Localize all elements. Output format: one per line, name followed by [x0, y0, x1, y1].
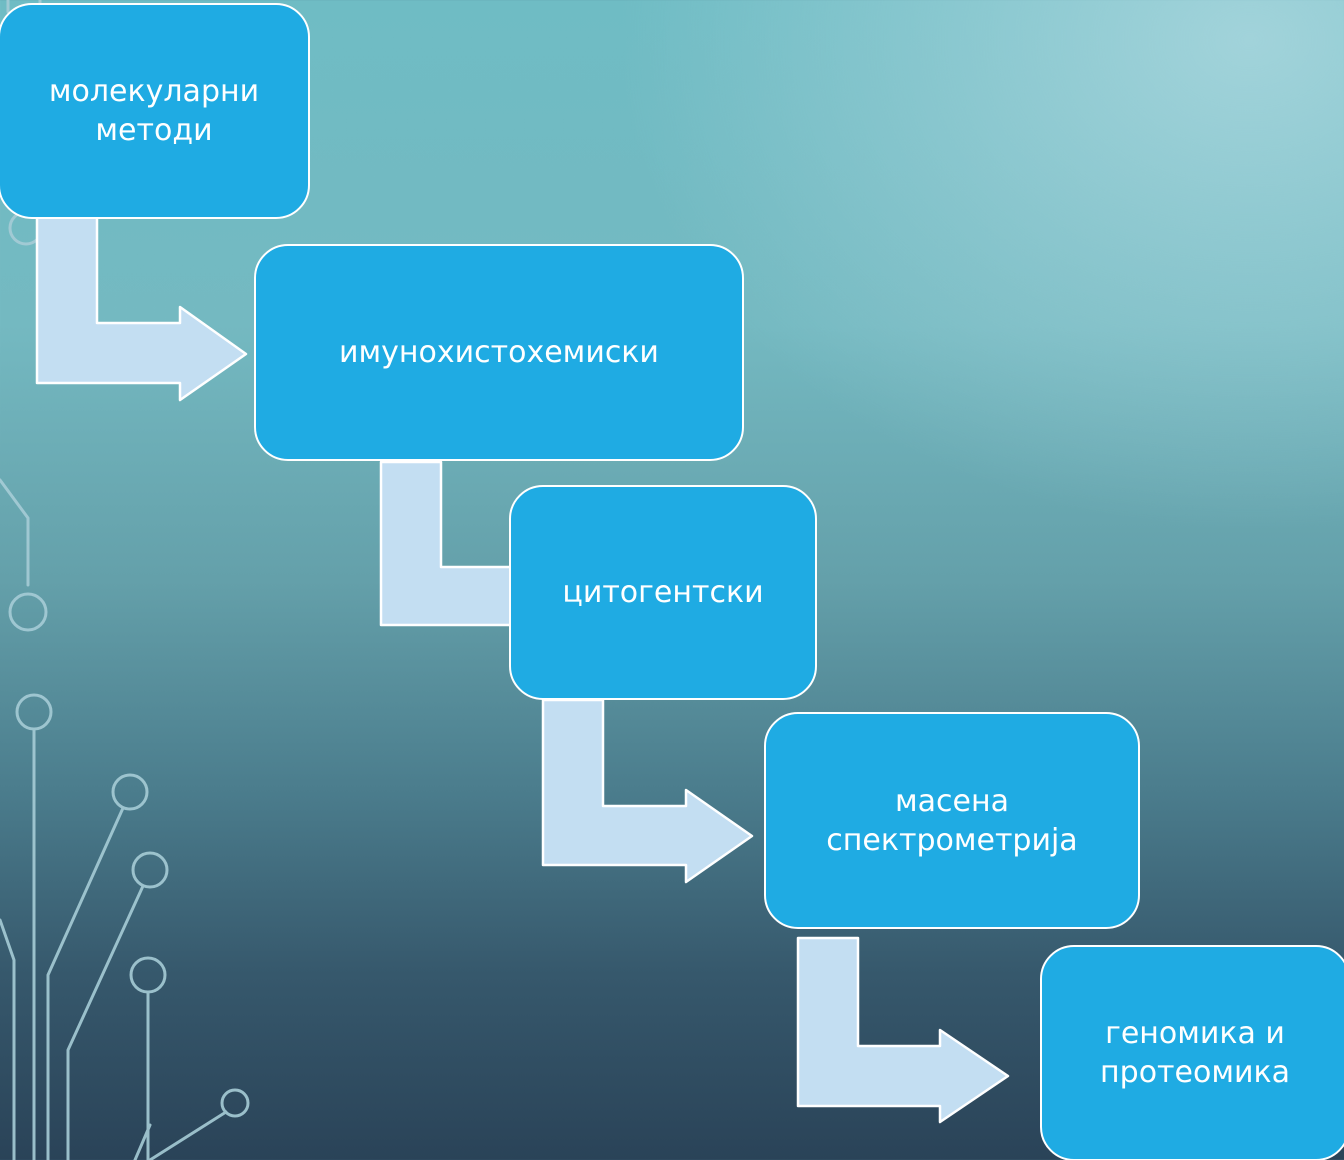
step-label-genomics-proteomics: геномика и протеомика	[1100, 1016, 1290, 1090]
step-box-molecular-methods: молекуларни методи	[0, 3, 310, 219]
step-label-cytogenetics: цитогентски	[562, 575, 764, 610]
step-box-mass-spectrometry: масена спектрометрија	[764, 712, 1140, 929]
step-box-genomics-proteomics: геномика и протеомика	[1040, 945, 1344, 1160]
step-label-mass-spectrometry: масена спектрометрија	[826, 783, 1078, 858]
step-box-immunohistochemistry: имунохистохемиски	[254, 244, 744, 461]
step-label-molecular-methods: молекуларни методи	[48, 74, 260, 148]
step-label-immunohistochemistry: имунохистохемиски	[339, 335, 659, 370]
step-box-cytogenetics: цитогентски	[509, 485, 817, 700]
